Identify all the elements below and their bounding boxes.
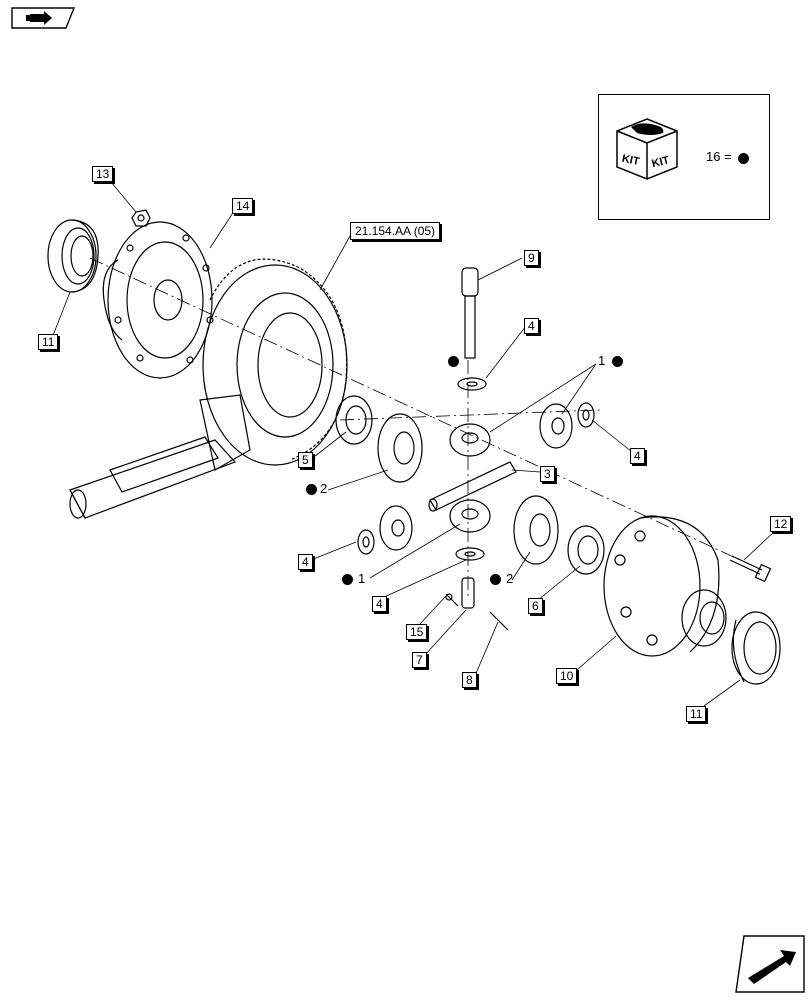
callout-5: 5 [298,452,313,468]
callout-7: 7 [412,652,427,668]
kit-legend-text: 16 = [706,149,732,164]
small-pins [445,577,509,631]
bearing-right [731,611,781,685]
callout-11-right: 11 [686,706,707,722]
planet-pinions [379,403,573,551]
washers [357,377,595,561]
kit-icon-text-right: KIT [651,154,671,170]
center-lines [89,257,741,600]
kit-dot-icon [490,574,501,585]
next-page-arrow-icon[interactable] [734,934,806,994]
item-label-2-right: 2 [506,571,514,586]
kit-dot-icon [448,356,459,367]
previous-page-arrow-icon[interactable] [10,6,76,30]
callout-3: 3 [540,466,555,482]
callout-4-top: 4 [524,318,539,334]
kit-dot-icon [612,356,623,367]
kit-dot-icon [342,574,353,585]
kit-icon-text-left: KIT [621,153,641,168]
item-label-1-top: 1 [598,353,606,368]
callout-9: 9 [524,250,539,266]
side-gears [377,413,559,565]
bolt [729,555,772,583]
callout-13: 13 [92,166,114,182]
item-label-1-bottom: 1 [358,571,366,586]
kit-box-icon: KIT KIT [611,113,683,190]
ring-gear [202,258,348,466]
callout-12: 12 [770,516,792,532]
callout-11-left: 11 [38,334,59,350]
callout-4-left: 4 [298,554,313,570]
nut [131,209,151,227]
callout-6: 6 [528,598,543,614]
callout-10: 10 [556,668,578,684]
callout-8: 8 [462,672,477,688]
callout-4-bottom: 4 [372,596,387,612]
pinion-shaft [69,394,251,519]
reference-label[interactable]: 21.154.AA (05) [350,222,441,240]
thrust-washers [335,395,605,575]
kit-dot-icon [306,484,317,495]
cross-shaft [428,461,517,512]
kit-dot-icon [738,153,749,164]
flange-housing [102,221,214,379]
pin [461,267,479,359]
callout-15: 15 [406,624,428,640]
bearing-left [47,219,99,293]
item-label-2-left: 2 [320,481,328,496]
leader-lines [51,175,777,707]
differential-case [603,515,727,657]
callout-14: 14 [232,198,254,214]
callout-4-right: 4 [630,448,645,464]
